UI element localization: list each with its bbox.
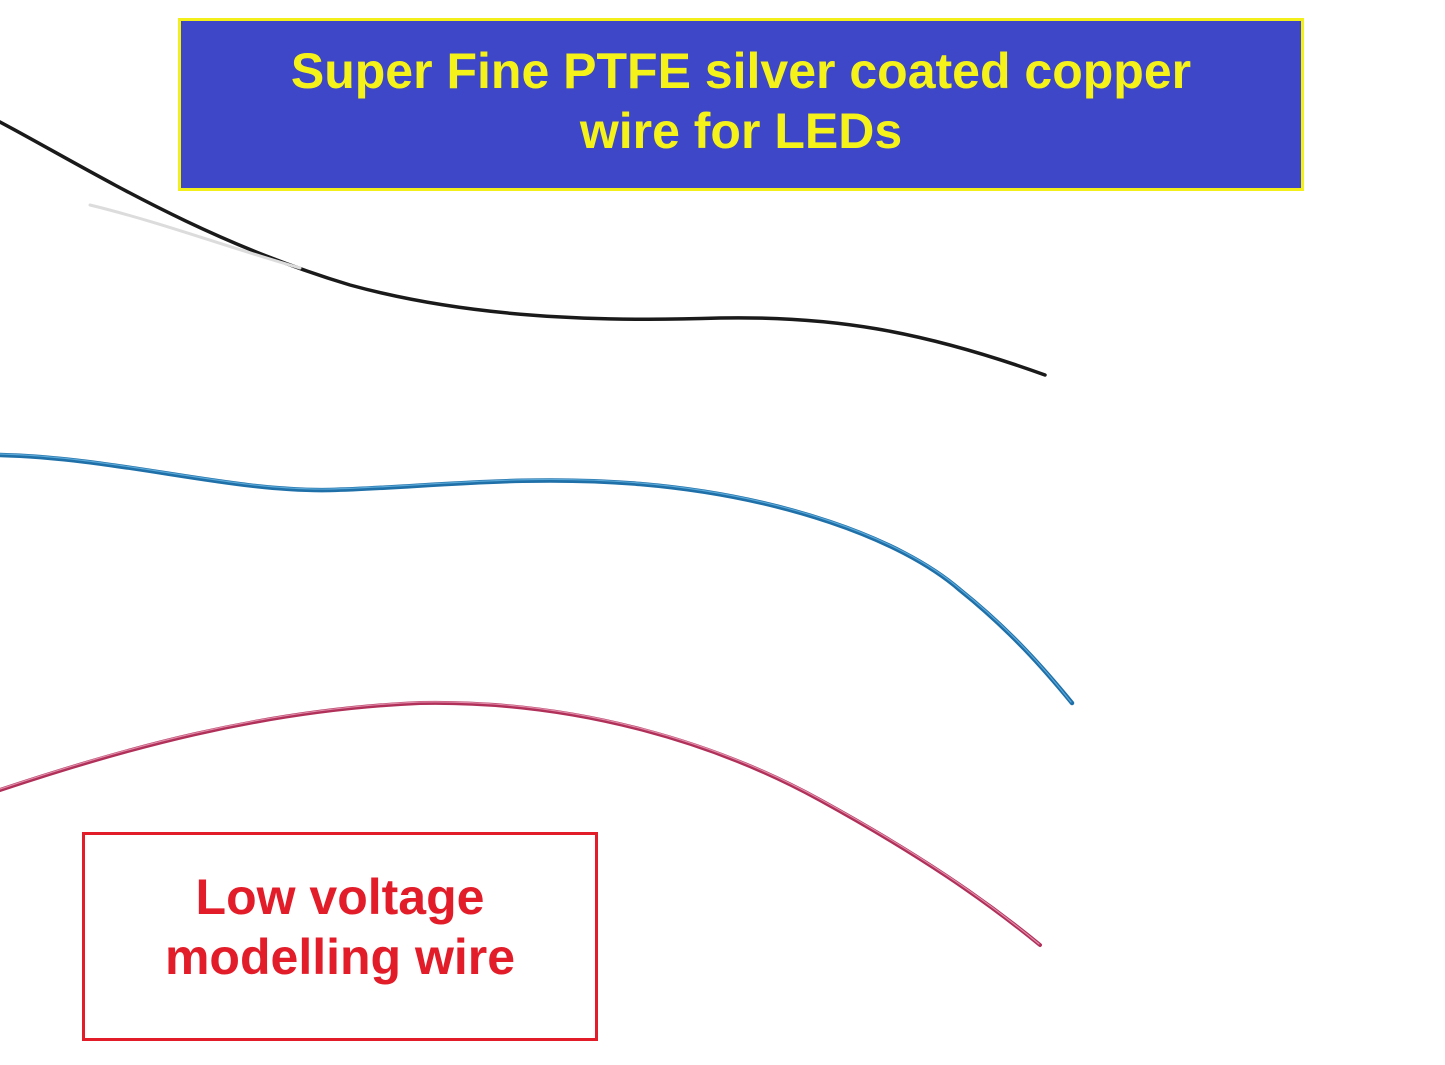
title-line-1: Super Fine PTFE silver coated copper [290, 42, 1192, 99]
blue-wire-highlight [0, 453, 1072, 703]
black-wire [0, 120, 1047, 377]
black-wire-shadow [88, 203, 302, 270]
title-text: Super Fine PTFE silver coated copper wir… [291, 41, 1191, 161]
title-banner: Super Fine PTFE silver coated copper wir… [178, 18, 1304, 191]
caption-text: Low voltage modelling wire [165, 867, 515, 987]
caption-box: Low voltage modelling wire [82, 832, 598, 1041]
caption-line-2: modelling wire [164, 928, 516, 985]
red-wire-highlight [0, 701, 1040, 945]
title-line-2: wire for LEDs [579, 102, 903, 159]
caption-line-1: Low voltage [195, 868, 485, 925]
blue-wire [0, 452, 1075, 706]
